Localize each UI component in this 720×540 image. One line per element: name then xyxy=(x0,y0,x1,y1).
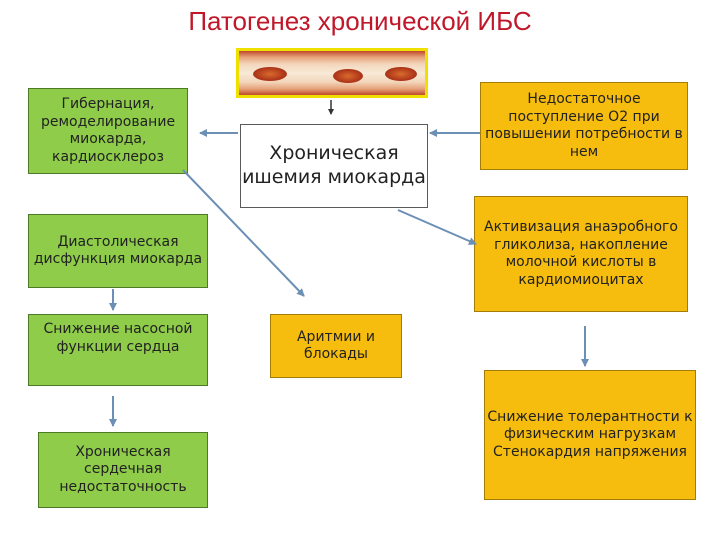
glycolysis-label: Активизация анаэробного гликолиза, накоп… xyxy=(484,219,678,288)
page-title: Патогенез хронической ИБС xyxy=(188,6,532,36)
blood-cell xyxy=(333,69,363,83)
arrow-hibernation-to-arrhythmia xyxy=(182,169,305,297)
failure-label: Хроническая сердечная недостаточность xyxy=(59,443,187,495)
pump-box: Снижение насосной функции сердца xyxy=(28,314,208,386)
arrhythmia-label: Аритмии и блокады xyxy=(296,328,376,363)
oxygen-box: Недостаточное поступление О2 при повышен… xyxy=(480,82,688,170)
oxygen-label: Недостаточное поступление О2 при повышен… xyxy=(485,91,683,160)
ischemia-box: Хроническая ишемия миокарда xyxy=(240,124,428,208)
hibernation-label: Гибернация, ремоделирование миокарда, ка… xyxy=(40,96,176,165)
tolerance-box: Снижение толерантности к физическим нагр… xyxy=(484,370,696,500)
arrhythmia-box: Аритмии и блокады xyxy=(270,314,402,378)
arrow-ischemia-to-glycolysis xyxy=(397,209,477,245)
diastolic-label: Диастолическая дисфункция миокарда xyxy=(33,233,203,268)
blood-vessel-image xyxy=(236,48,428,98)
blood-cell xyxy=(253,67,287,81)
ischemia-label: Хроническая ишемия миокарда xyxy=(242,142,426,188)
failure-box: Хроническая сердечная недостаточность xyxy=(38,432,208,508)
tolerance-label: Снижение толерантности к физическим нагр… xyxy=(487,408,693,460)
blood-cell xyxy=(385,67,417,81)
pump-label: Снижение насосной функции сердца xyxy=(43,321,193,355)
glycolysis-box: Активизация анаэробного гликолиза, накоп… xyxy=(474,196,688,312)
diastolic-box: Диастолическая дисфункция миокарда xyxy=(28,214,208,288)
hibernation-box: Гибернация, ремоделирование миокарда, ка… xyxy=(28,88,188,174)
